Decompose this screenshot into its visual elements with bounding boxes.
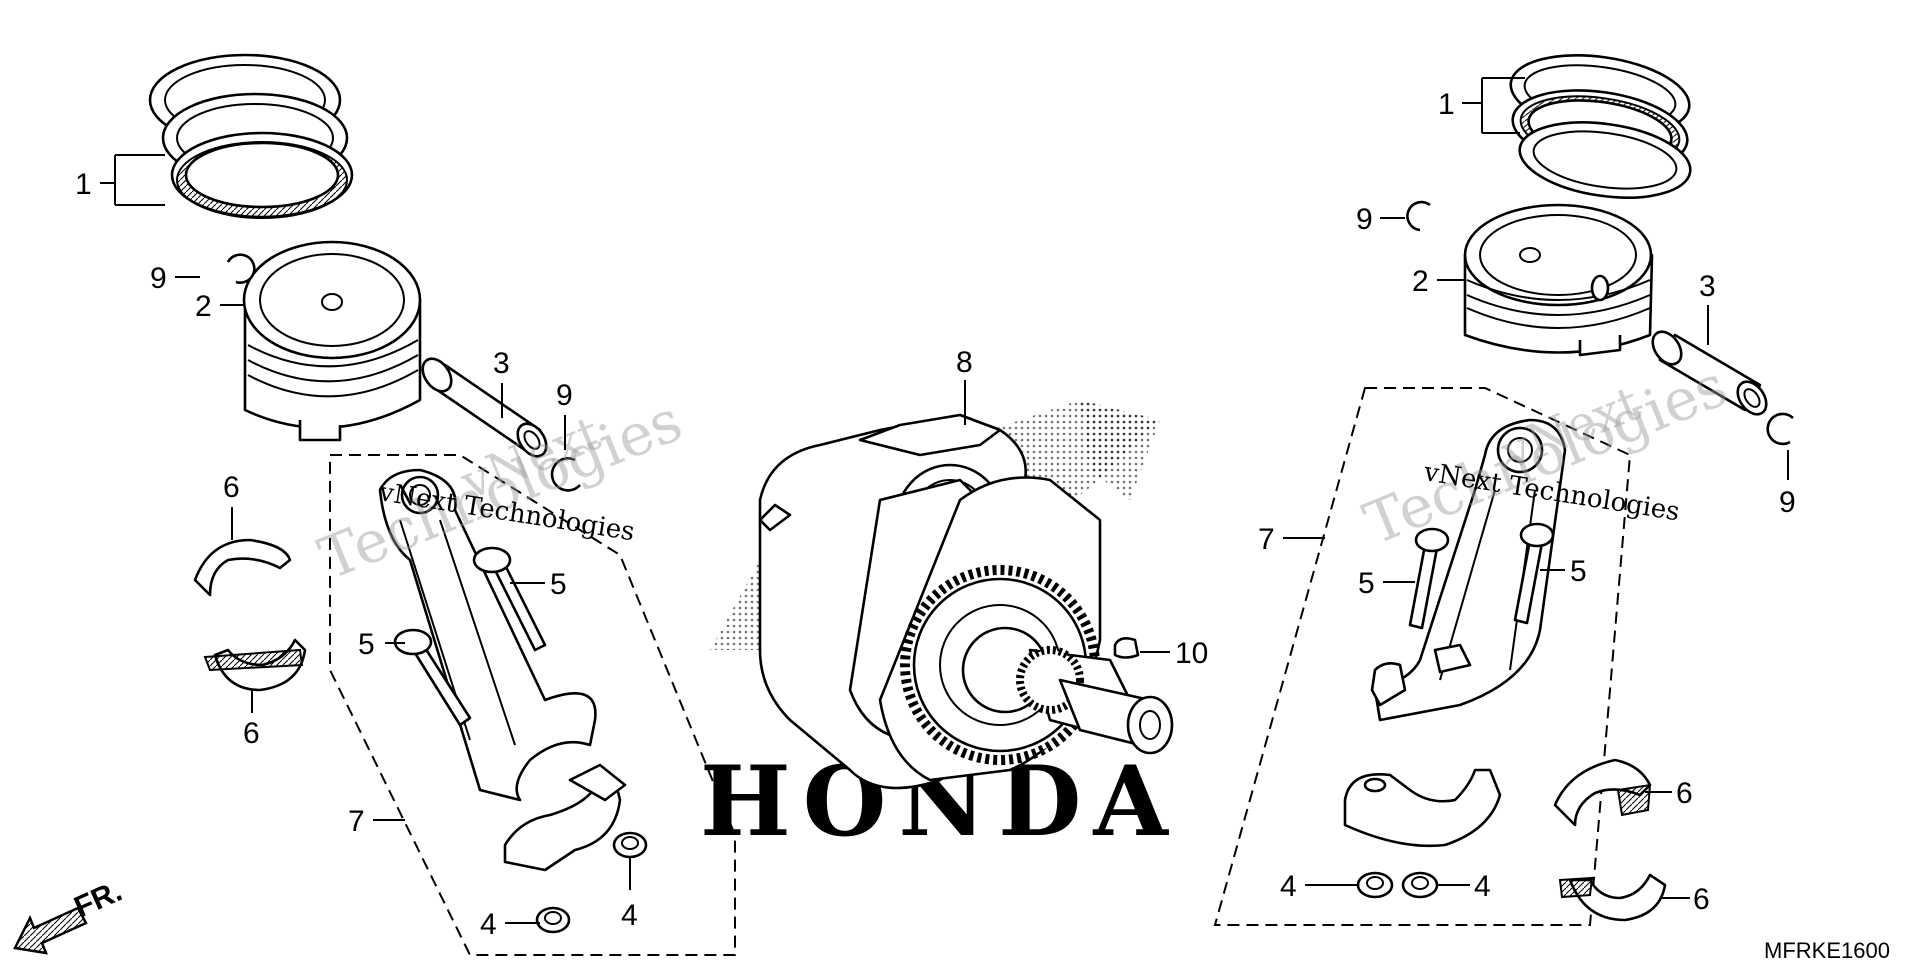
callout-4-left-a: 4 [480,908,497,941]
bearing-shells-right [1553,758,1667,922]
callout-4-right-a: 4 [1280,870,1297,903]
callout-6-right-top: 6 [1676,777,1693,810]
callout-9-left-a: 9 [150,262,167,295]
callout-4-left-b: 4 [621,899,638,932]
callout-2-right: 2 [1412,265,1429,298]
piston-pin-right [1651,330,1768,416]
leader-1-left [100,154,165,206]
clip-left-a [226,253,256,284]
diagram-code: MFRKE1600 [1764,938,1890,960]
callout-1-right: 1 [1438,88,1455,121]
callout-6-left-top: 6 [223,471,240,504]
leader-1-right [1462,77,1525,134]
callout-2-left: 2 [195,290,212,323]
piston-pin-left [421,357,548,458]
crankshaft [758,413,1174,790]
clip-right-a [1406,200,1431,232]
callout-10: 10 [1175,637,1208,670]
callout-7-left: 7 [348,805,365,838]
callout-3-left: 3 [493,347,510,380]
connecting-rod-left [329,454,736,956]
callout-5-right-left: 5 [1358,567,1375,600]
callout-4-right-b: 4 [1474,870,1491,903]
callout-6-right-bottom: 6 [1693,883,1710,916]
callout-9-left-b: 9 [556,379,573,412]
piston-right [1463,203,1654,357]
callout-9-right-a: 9 [1356,203,1373,236]
callout-5-left-lower: 5 [358,628,375,661]
clip-right-b [1766,412,1794,446]
woodruff-key [1113,637,1140,659]
callout-8: 8 [956,346,973,379]
piston-rings-right [1509,54,1692,199]
callout-5-left-upper: 5 [550,568,567,601]
bearing-shells-left [193,538,307,692]
connecting-rod-right [1213,387,1632,926]
piston-rings-left [148,53,354,219]
clip-left-b [550,457,581,492]
front-direction-arrow-icon: FR. [13,875,127,955]
callout-9-right-b: 9 [1779,486,1796,519]
piston-left [242,240,422,442]
callout-3-right: 3 [1699,270,1716,303]
callout-6-left-bottom: 6 [243,717,260,750]
callout-7-right: 7 [1258,523,1275,556]
callout-5-right-right: 5 [1570,555,1587,588]
callout-1-left: 1 [75,168,92,201]
